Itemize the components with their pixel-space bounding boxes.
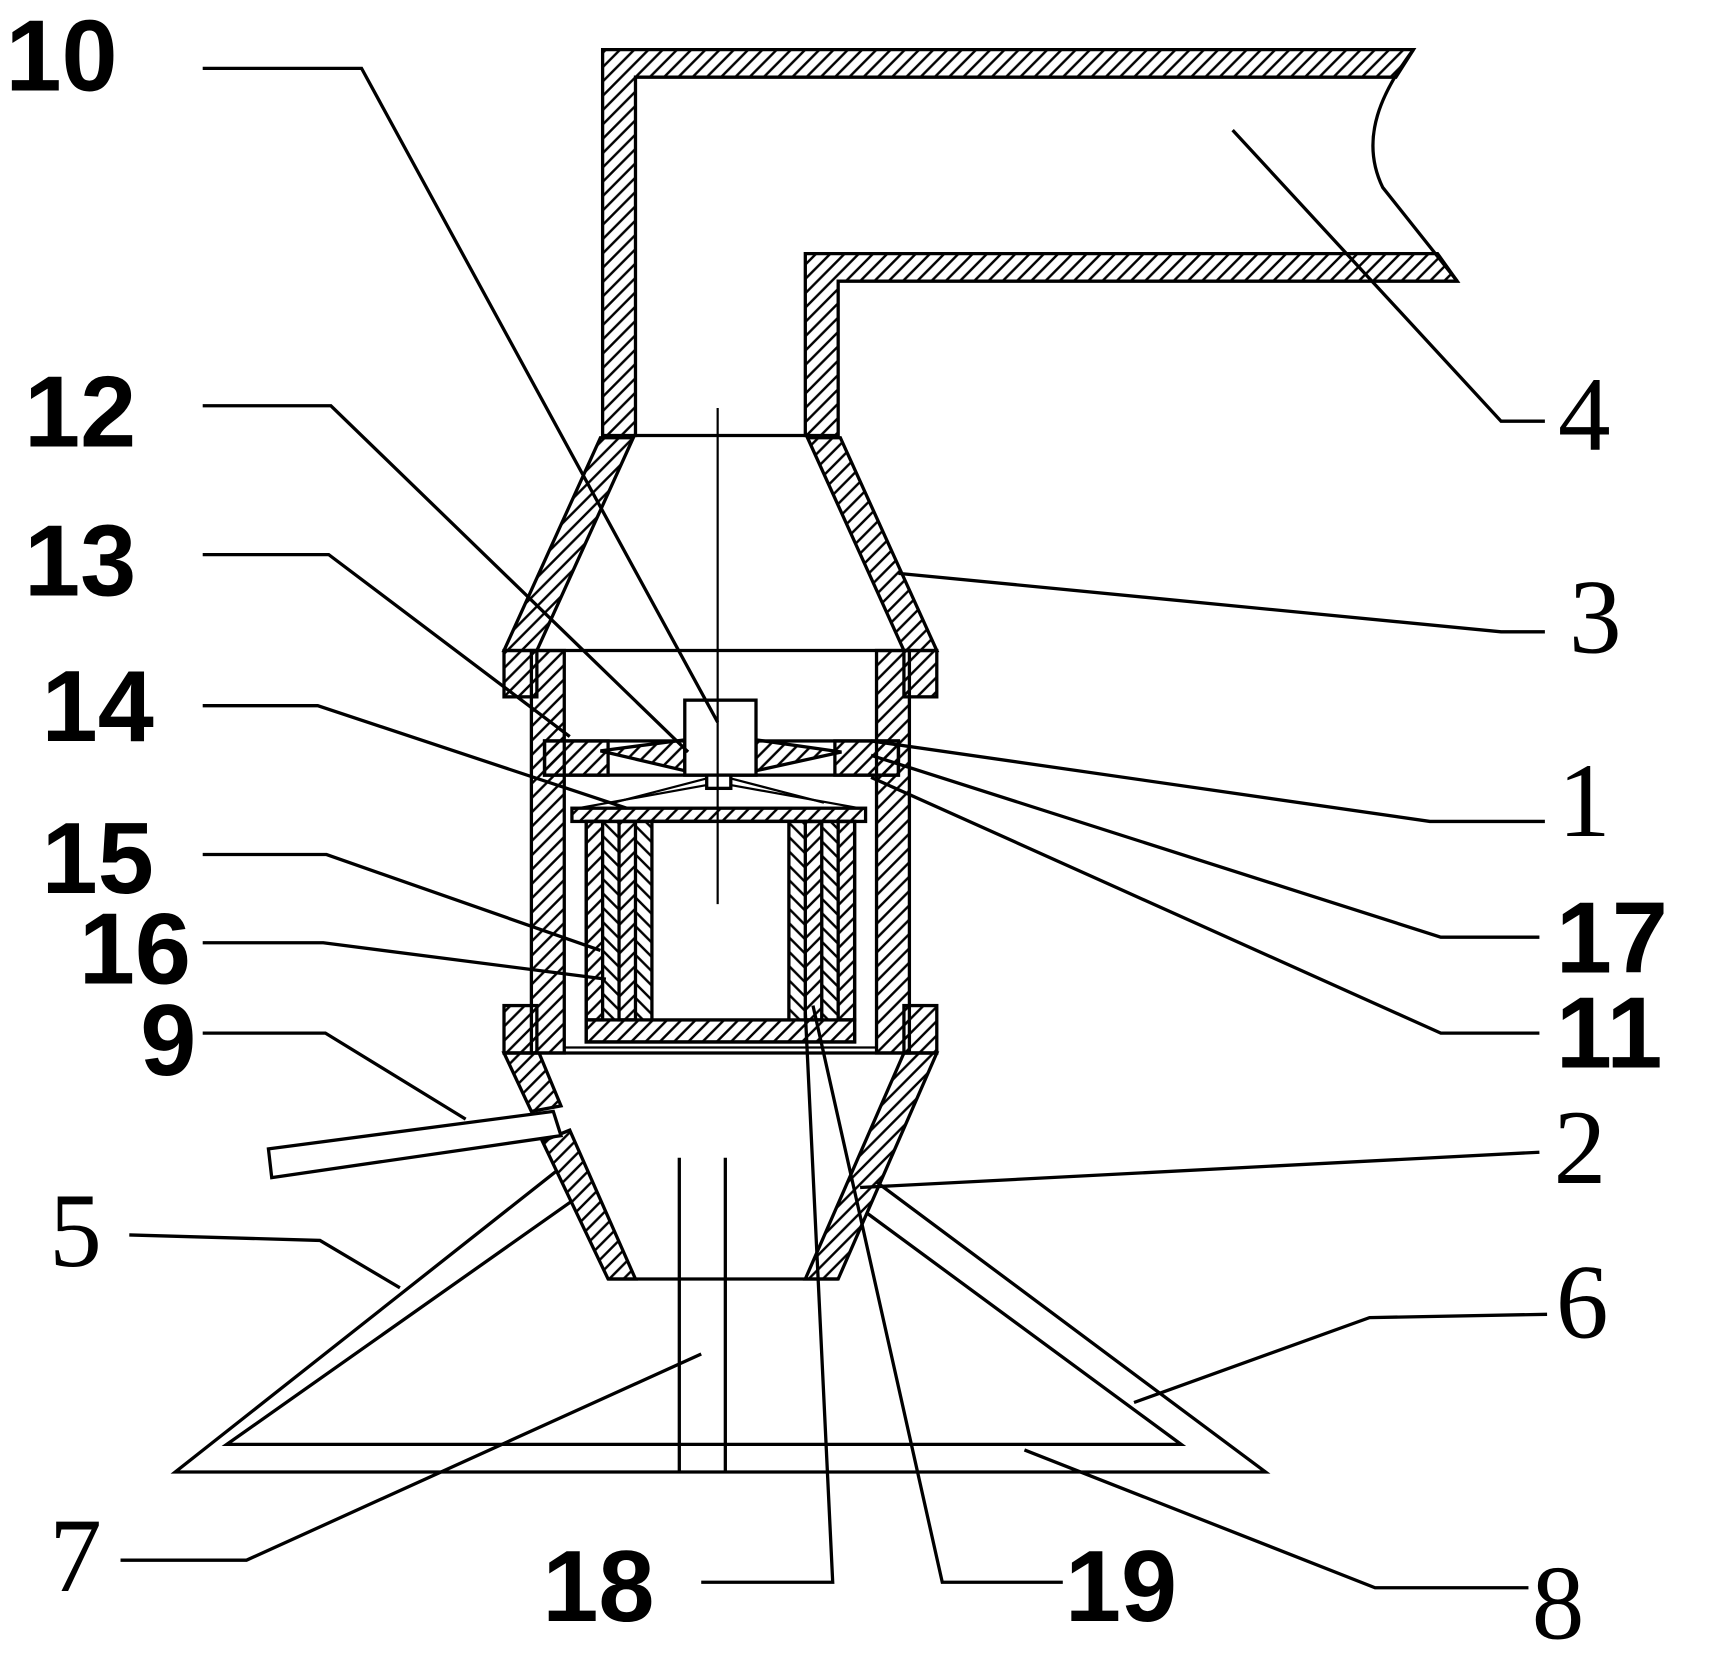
lower-right-flange (902, 1003, 939, 1055)
spreader-cone-left-inner (613, 777, 707, 804)
callout-14: 14 (42, 650, 628, 810)
basket-right-layer-2 (803, 819, 824, 1022)
callout-7: 7 (49, 1352, 702, 1614)
label-15: 15 (42, 802, 154, 915)
label-4: 4 (1558, 356, 1611, 473)
duct-break-line (1371, 48, 1459, 283)
leader-line-5 (129, 1233, 401, 1290)
callout-16: 16 (79, 892, 607, 1006)
leader-line-8 (1023, 1448, 1529, 1590)
upper-cone-left-wall (501, 436, 636, 653)
leader-line-10 (202, 66, 720, 723)
label-11: 11 (1556, 976, 1663, 1089)
cylinder-right-wall (874, 648, 912, 1055)
leader-line-17 (870, 753, 1540, 939)
callout-5: 5 (49, 1171, 401, 1290)
label-13: 13 (24, 504, 136, 617)
callout-11: 11 (870, 775, 1663, 1089)
leader-line-19 (811, 1005, 1063, 1584)
label-8: 8 (1532, 1544, 1585, 1655)
fan-hub (683, 698, 758, 777)
callout-9: 9 (140, 984, 467, 1121)
fan-assembly (542, 698, 901, 824)
leader-line-3 (898, 571, 1545, 634)
leader-line-13 (202, 552, 571, 738)
spreader-cone-left (571, 783, 707, 811)
spreader-cone-right (730, 783, 866, 811)
callout-12: 12 (24, 355, 690, 754)
basket-left-layer-3 (617, 819, 638, 1022)
duct-inner-wall (803, 251, 1461, 438)
lower-cone (501, 1051, 940, 1281)
label-10: 10 (5, 0, 117, 112)
label-3: 3 (1569, 558, 1622, 675)
callout-18: 18 (542, 1012, 835, 1643)
leader-line-16 (202, 941, 607, 981)
label-6: 6 (1556, 1243, 1609, 1360)
callout-19: 19 (811, 1005, 1177, 1643)
basket-left-layer-1 (584, 819, 605, 1022)
leader-line-15 (202, 852, 601, 953)
basket-bottom (584, 1018, 857, 1044)
support-plate-right (833, 739, 901, 777)
callout-8: 8 (1023, 1448, 1585, 1655)
label-14: 14 (42, 650, 154, 763)
label-9: 9 (140, 984, 196, 1097)
duct-outer-wall (600, 47, 1417, 438)
cylinder-body (502, 648, 939, 1055)
basket-left-layer-2 (601, 820, 621, 1022)
central-shaft (677, 1157, 727, 1472)
label-7: 7 (49, 1497, 102, 1614)
lower-cone-right-wall (802, 1051, 940, 1281)
callout-3: 3 (898, 558, 1622, 676)
lower-cone-left-upper-wall (501, 1051, 564, 1114)
label-18: 18 (542, 1530, 654, 1643)
basket-right-layer-3 (820, 820, 840, 1022)
side-inlet-pipe (266, 1109, 564, 1180)
support-frame-outer (170, 1169, 1271, 1474)
support-frame-inner (221, 1200, 1187, 1447)
fan-blade-right (754, 737, 842, 773)
basket-right-layer-4 (836, 819, 857, 1022)
leader-line-4 (1231, 128, 1545, 423)
leader-line-1 (870, 739, 1545, 824)
leader-line-14 (202, 704, 628, 810)
upper-cone (501, 433, 940, 699)
fan-blade-left (600, 737, 687, 773)
label-17: 17 (1556, 881, 1668, 994)
leader-line-9 (202, 1031, 467, 1121)
label-1: 1 (1558, 741, 1611, 858)
callout-17: 17 (870, 753, 1668, 995)
support-frame (170, 1169, 1271, 1474)
callout-13: 13 (24, 504, 571, 738)
leader-line-2 (860, 1150, 1540, 1190)
leader-line-6 (1133, 1312, 1548, 1405)
callout-2: 2 (860, 1089, 1606, 1206)
callout-10: 10 (5, 0, 720, 723)
label-2: 2 (1554, 1089, 1607, 1206)
callout-4: 4 (1231, 128, 1611, 473)
upper-cone-right-wall (804, 436, 940, 653)
label-12: 12 (24, 355, 136, 468)
leader-line-11 (870, 775, 1540, 1035)
support-plate-left (542, 739, 610, 777)
basket-cavity (650, 819, 791, 1022)
basket-left-layer-4 (634, 820, 654, 1022)
lower-cone-left-lower-wall (540, 1128, 639, 1281)
basket-right-layer-1 (787, 820, 807, 1022)
label-16: 16 (79, 892, 191, 1005)
lower-left-flange (502, 1003, 539, 1055)
filter-basket (584, 819, 857, 1044)
label-5: 5 (49, 1171, 102, 1288)
callout-6: 6 (1133, 1243, 1609, 1405)
callout-15: 15 (42, 802, 601, 953)
label-19: 19 (1065, 1530, 1177, 1643)
leader-line-12 (202, 404, 690, 754)
inlet-duct (600, 47, 1461, 438)
spreader-cone-right-inner (730, 777, 825, 804)
leader-line-18 (701, 1012, 835, 1584)
leader-line-7 (120, 1352, 702, 1562)
callout-1: 1 (870, 739, 1611, 859)
